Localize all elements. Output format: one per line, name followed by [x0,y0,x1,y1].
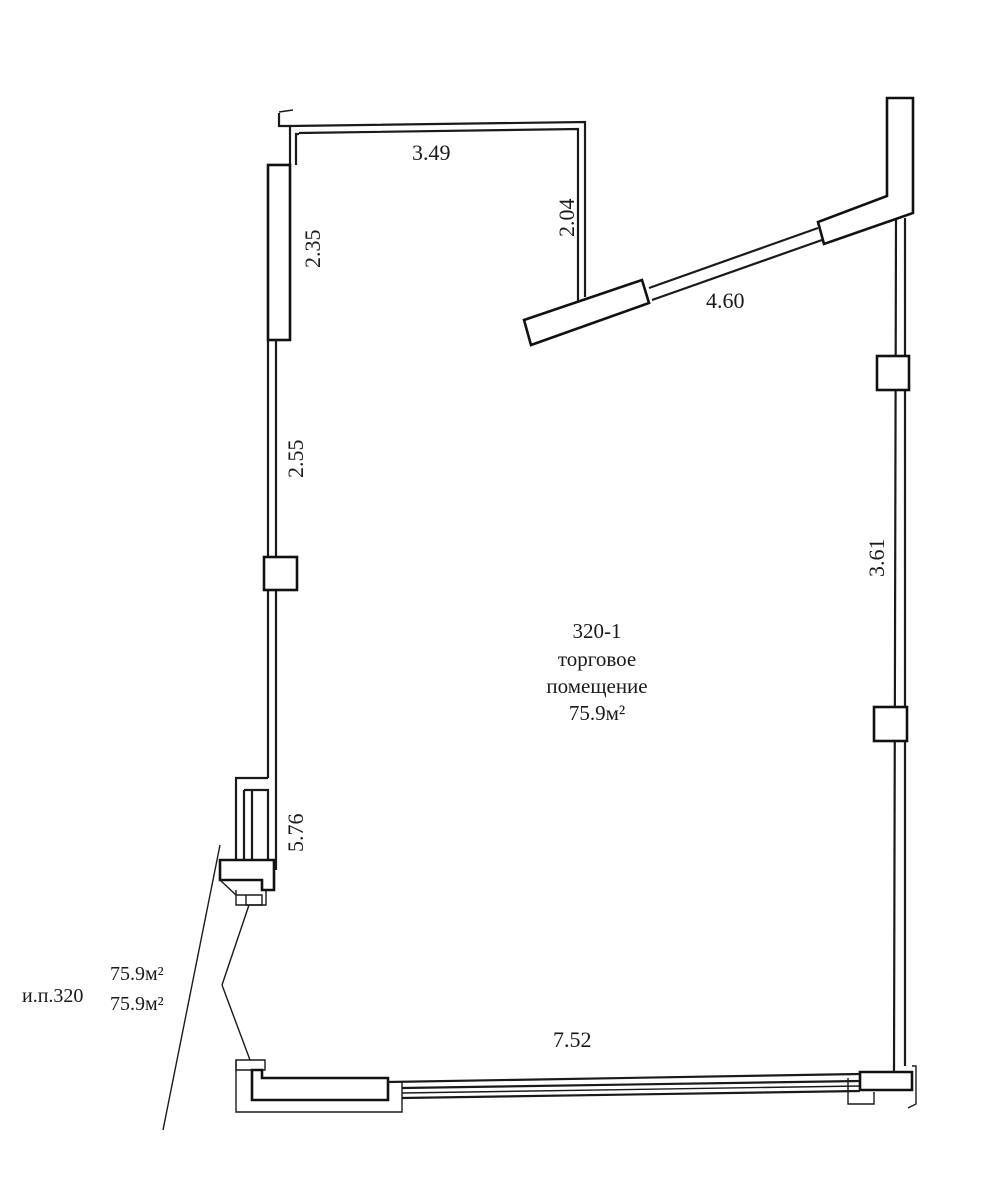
room-type-line2: помещение [546,674,647,698]
room-type-line1: торговое [558,647,636,671]
left-column [262,555,299,592]
right-column-upper [875,354,911,392]
top-wall-inner-line [298,127,580,302]
top-wall-inner [294,132,299,165]
room-id: 320-1 [573,619,622,643]
left-corner-block [218,858,276,892]
summary-area-2: 75.9м² [110,993,164,1015]
dim-top: 3.49 [412,140,451,165]
left-wall-block-upper [266,163,292,342]
top-right-block [816,96,915,246]
summary-area-1: 75.9м² [110,963,164,985]
dim-right: 3.61 [864,539,889,578]
right-column-lower [872,705,909,743]
walls [162,96,917,1131]
dim-left-lower: 5.76 [283,814,308,853]
room-label: 320-1 торговое помещение 75.9м² [546,619,647,725]
room-area: 75.9м² [569,701,625,725]
bottom-right-block [858,1070,914,1092]
summary-label: и.п.320 [22,985,83,1007]
top-wall-outer [289,120,587,297]
diagonal-wall-block [522,278,651,347]
dim-top-right-drop: 2.04 [554,199,579,238]
summary-note: и.п.320 75.9м² 75.9м² [22,963,164,1015]
top-wall [268,113,292,167]
dim-bottom: 7.52 [553,1027,592,1052]
dim-left-middle: 2.55 [283,440,308,479]
dimension-labels: 3.49 2.04 4.60 2.35 2.55 5.76 3.61 7.52 [283,140,889,1052]
dim-left-upper: 2.35 [300,230,325,269]
bottom-left-block [250,1068,390,1102]
dim-diagonal: 4.60 [706,288,745,313]
